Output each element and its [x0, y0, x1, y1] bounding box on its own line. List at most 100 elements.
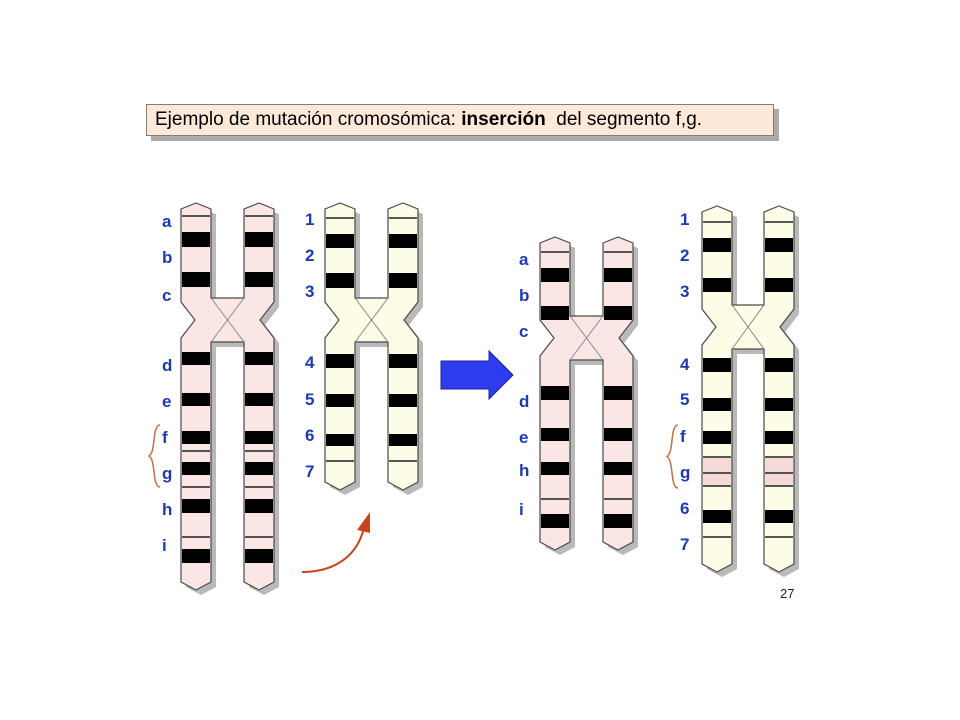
chromosome-band [703, 458, 731, 486]
chromosome-band [326, 234, 354, 248]
chromosome-band [703, 238, 731, 252]
chromosome-band [703, 431, 731, 444]
chromosome-band [604, 462, 632, 475]
chromosome-band [765, 358, 793, 372]
chromosome-band [541, 514, 569, 528]
chromosome-band [245, 549, 273, 563]
chromosome-result-letters [539, 236, 638, 555]
label-original-numbers-4: 4 [305, 353, 315, 372]
chromosome-band [541, 386, 569, 400]
chromosome-band [541, 462, 569, 475]
label-result-letters-c: c [519, 322, 529, 341]
chromosome-band [765, 398, 793, 411]
label-original-numbers-6: 6 [305, 426, 315, 445]
chromosome-band [765, 431, 793, 444]
label-result-numbers-f: f [680, 427, 686, 446]
curved-arrow-head-icon [357, 512, 370, 533]
label-result-letters-e: e [519, 428, 529, 447]
label-original-numbers-5: 5 [305, 390, 315, 409]
chromosome-band [182, 549, 210, 563]
curved-arrow-icon [301, 527, 365, 573]
chromosome-band [182, 462, 210, 475]
label-result-numbers-5: 5 [680, 390, 690, 409]
chromosome-band [765, 238, 793, 252]
label-result-numbers-2: 2 [680, 246, 690, 265]
chromosome-band [765, 278, 793, 292]
label-original-numbers-3: 3 [305, 282, 315, 301]
chromosome-band [604, 514, 632, 528]
chromosome-band [182, 431, 210, 444]
chromosome-band [326, 273, 354, 288]
label-result-numbers-g: g [680, 463, 691, 482]
curly-brace-icon [665, 424, 679, 489]
chromosome-band [182, 352, 210, 365]
label-original-numbers-1: 1 [305, 210, 315, 229]
chromosome-band [604, 268, 632, 282]
label-result-numbers-6: 6 [680, 499, 690, 518]
chromosome-band [182, 499, 210, 513]
chromosome-band [389, 354, 417, 368]
chromosome-band [182, 232, 210, 247]
chromosome-band [389, 273, 417, 288]
chromosome-band [182, 393, 210, 406]
chromosome-band [245, 272, 273, 287]
title-box: Ejemplo de mutación cromosómica: inserci… [146, 104, 774, 136]
label-original-letters-i: i [162, 536, 167, 555]
label-original-letters-f: f [162, 428, 168, 447]
label-result-letters-b: b [519, 286, 530, 305]
label-original-numbers-2: 2 [305, 246, 315, 265]
chromosome-band [604, 306, 632, 320]
chromosome-band [326, 394, 354, 407]
chromosome-band [604, 428, 632, 441]
label-original-letters-g: g [162, 464, 173, 483]
label-original-letters-b: b [162, 248, 173, 267]
label-result-numbers-3: 3 [680, 282, 690, 301]
label-result-letters-a: a [519, 250, 529, 269]
chromosome-band [389, 234, 417, 248]
label-result-letters-d: d [519, 392, 530, 411]
label-result-numbers-4: 4 [680, 355, 690, 374]
curly-brace-icon [147, 424, 161, 488]
chromosome-band [245, 232, 273, 247]
chromosome-result-numbers [701, 205, 799, 577]
arrow-right-icon [440, 349, 514, 401]
chromosome-band [541, 268, 569, 282]
chromosome-band [245, 352, 273, 365]
chromosome-band [604, 386, 632, 400]
chromosome-band [326, 434, 354, 446]
label-original-numbers-7: 7 [305, 462, 315, 481]
chromosome-band [389, 434, 417, 446]
chromosome-band [245, 431, 273, 444]
label-original-letters-d: d [162, 356, 173, 375]
page-number: 27 [780, 586, 795, 601]
chromosome-band [182, 272, 210, 287]
label-result-letters-h: h [519, 461, 530, 480]
label-original-letters-e: e [162, 392, 172, 411]
chromosome-band [389, 394, 417, 407]
title-prefix: Ejemplo de mutación cromosómica: [155, 109, 462, 130]
chromosome-band [703, 278, 731, 292]
chromosome-band [541, 306, 569, 320]
chromosome-band [326, 354, 354, 368]
title-suffix: del segmento f,g. [545, 109, 703, 130]
chromosome-original-numbers [324, 202, 423, 495]
chromosome-band [245, 462, 273, 475]
label-result-numbers-7: 7 [680, 535, 690, 554]
label-result-letters-i: i [519, 500, 524, 519]
chromosome-original-letters [180, 202, 279, 595]
label-original-letters-a: a [162, 212, 172, 231]
chromosome-band [703, 358, 731, 372]
chromosome-band [245, 393, 273, 406]
label-result-numbers-1: 1 [680, 210, 690, 229]
chromosome-band [703, 510, 731, 523]
chromosome-band [245, 499, 273, 513]
chromosome-band [765, 510, 793, 523]
chromosome-band [541, 428, 569, 441]
label-original-letters-h: h [162, 500, 173, 519]
title-emphasis: inserción [461, 109, 546, 130]
chromosome-band [703, 398, 731, 411]
chromosome-band [765, 458, 793, 486]
label-original-letters-c: c [162, 286, 172, 305]
